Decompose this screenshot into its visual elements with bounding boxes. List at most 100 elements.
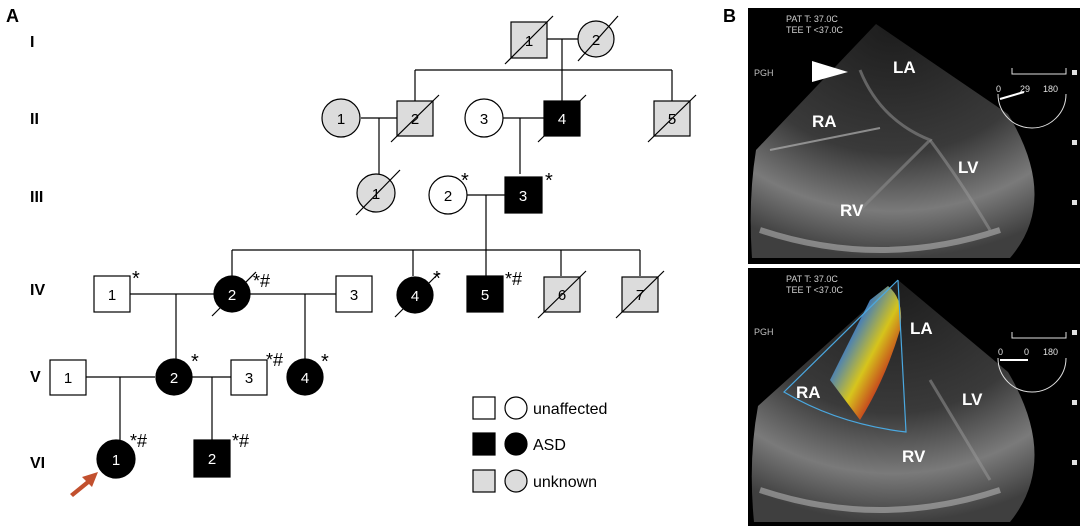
panel-b-label: B xyxy=(723,6,736,26)
echo-bottom-angle-value: 0 xyxy=(1024,347,1029,357)
generation-labels: I II III IV V VI xyxy=(30,34,45,472)
individual-v-2-mark: * xyxy=(191,351,199,373)
echo-top-tee-temp: TEE T <37.0C xyxy=(786,25,843,35)
individual-v-1: 1 xyxy=(49,359,87,396)
legend-unaffected-square-icon xyxy=(472,396,496,420)
legend-asd-circle-icon xyxy=(504,432,528,456)
individual-ii-5: 5 xyxy=(647,94,697,143)
individual-vi-2-mark: *# xyxy=(232,431,249,451)
individual-i-1: 1 xyxy=(504,15,554,65)
individual-iv-4-mark: * xyxy=(433,268,441,290)
individual-iv-5: 5 *# xyxy=(466,269,522,313)
individual-iv-2-label: 2 xyxy=(228,287,236,304)
individual-iii-2-label: 2 xyxy=(444,188,452,205)
echo-bottom-rv: RV xyxy=(902,447,926,466)
individual-iii-1-label: 1 xyxy=(372,186,380,203)
legend-unaffected: unaffected xyxy=(472,396,607,420)
individual-ii-5-label: 5 xyxy=(668,111,676,128)
echo-top-lv: LV xyxy=(958,158,979,177)
arrowhead-marker-icon xyxy=(812,61,848,82)
echo-top-pat-temp: PAT T: 37.0C xyxy=(786,14,838,24)
individual-iv-1-mark: * xyxy=(132,268,140,290)
individual-i-1-label: 1 xyxy=(525,33,533,50)
echo-bottom-angle-min: 0 xyxy=(998,347,1003,357)
proband-arrow-icon xyxy=(70,472,98,497)
individual-v-3-mark: *# xyxy=(266,350,283,370)
echo-top-rv: RV xyxy=(840,201,864,220)
generation-label-i: I xyxy=(30,34,34,51)
individual-iii-3-mark: * xyxy=(545,170,553,192)
individual-v-4-mark: * xyxy=(321,351,329,373)
legend-unknown: unknown xyxy=(472,469,597,493)
individual-v-2-label: 2 xyxy=(170,370,178,387)
legend-asd-square-icon xyxy=(472,432,496,456)
generation-label-ii: II xyxy=(30,111,39,128)
individual-v-1-label: 1 xyxy=(64,370,72,387)
individual-vi-2: 2 *# xyxy=(193,431,249,478)
individual-iv-5-mark: *# xyxy=(505,269,522,289)
individual-ii-3: 3 xyxy=(464,98,504,138)
individual-iv-3-label: 3 xyxy=(350,287,358,304)
echo-sector-bottom xyxy=(751,280,1035,522)
individual-iv-4-label: 4 xyxy=(411,288,419,305)
echo-bottom-pgh: PGH xyxy=(754,327,774,337)
echo-top-angle-min: 0 xyxy=(996,84,1001,94)
generation-label-iii: III xyxy=(30,189,43,206)
individual-ii-1-label: 1 xyxy=(337,111,345,128)
legend: unaffected ASD unknown xyxy=(472,396,607,493)
individual-iv-5-label: 5 xyxy=(481,287,489,304)
legend-unaffected-label: unaffected xyxy=(533,401,607,418)
echo-top-angle-indicator: 0 29 180 xyxy=(996,68,1067,129)
legend-unknown-circle-icon xyxy=(504,469,528,493)
pedigree-individuals: 1 2 1 2 3 xyxy=(49,15,697,479)
individual-vi-1: 1 *# xyxy=(96,431,147,479)
echo-top-la: LA xyxy=(893,58,916,77)
legend-asd: ASD xyxy=(472,432,566,456)
echo-top-ra: RA xyxy=(812,112,837,131)
echo-sector-top xyxy=(750,24,1035,258)
individual-iii-1: 1 xyxy=(355,169,401,216)
individual-iii-2-mark: * xyxy=(461,170,469,192)
echo-image-bottom: PAT T: 37.0C TEE T <37.0C PGH LA RA LV R… xyxy=(748,268,1080,526)
individual-iv-7-label: 7 xyxy=(636,287,644,304)
individual-i-2-label: 2 xyxy=(592,32,600,49)
individual-vi-1-label: 1 xyxy=(112,452,120,469)
individual-ii-2-label: 2 xyxy=(411,111,419,128)
individual-ii-4-label: 4 xyxy=(558,111,566,128)
generation-label-v: V xyxy=(30,369,41,386)
individual-iv-6-label: 6 xyxy=(558,287,566,304)
panel-a-label: A xyxy=(6,6,19,26)
echo-top-pgh: PGH xyxy=(754,68,774,78)
individual-iv-2-mark: *# xyxy=(253,271,270,291)
echo-bottom-angle-max: 180 xyxy=(1043,347,1058,357)
echo-top-angle-value: 29 xyxy=(1020,84,1030,94)
panel-b: B PAT T: 37.0C TEE T <37.0C PGH LA RA LV… xyxy=(723,6,1080,526)
echo-bottom-tee-temp: TEE T <37.0C xyxy=(786,285,843,295)
individual-v-4-label: 4 xyxy=(301,370,309,387)
echo-top-angle-max: 180 xyxy=(1043,84,1058,94)
generation-label-iv: IV xyxy=(30,282,45,299)
individual-v-3-label: 3 xyxy=(245,370,253,387)
individual-iv-7: 7 xyxy=(615,270,665,319)
individual-ii-2: 2 xyxy=(390,94,440,143)
individual-iv-3: 3 xyxy=(335,275,373,313)
doppler-color-jet xyxy=(830,286,902,420)
individual-iv-1: 1 * xyxy=(93,268,140,313)
individual-iv-2: 2 *# xyxy=(211,271,270,317)
individual-i-2: 2 xyxy=(577,15,619,62)
legend-unknown-square-icon xyxy=(472,469,496,493)
individual-v-4: 4 * xyxy=(286,351,329,396)
legend-asd-label: ASD xyxy=(533,437,566,454)
panel-a: A I II III IV V VI xyxy=(6,6,697,497)
echo-bottom-la: LA xyxy=(910,319,933,338)
pedigree-lines xyxy=(86,38,673,440)
generation-label-vi: VI xyxy=(30,455,45,472)
echo-image-top: PAT T: 37.0C TEE T <37.0C PGH LA RA LV R… xyxy=(748,8,1080,264)
echo-bottom-angle-indicator: 0 0 180 xyxy=(997,332,1067,393)
echo-bottom-ra: RA xyxy=(796,383,821,402)
individual-ii-4: 4 xyxy=(537,94,587,143)
legend-unknown-label: unknown xyxy=(533,474,597,491)
individual-ii-1: 1 xyxy=(321,98,361,138)
individual-v-3: 3 *# xyxy=(230,350,283,396)
